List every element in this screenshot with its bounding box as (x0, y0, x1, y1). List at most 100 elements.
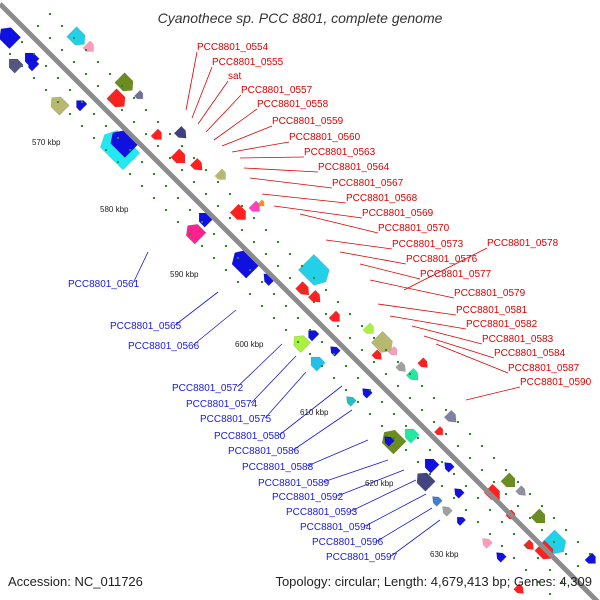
tick-dot (565, 529, 567, 531)
tick-dot (429, 449, 431, 451)
tick-dot (337, 301, 339, 303)
tick-dot (301, 265, 303, 267)
forward-gene-label: PCC8801_0578 (487, 238, 559, 249)
tick-dot (397, 361, 399, 363)
forward-gene-leader (273, 205, 363, 219)
forward-gene-leader (435, 343, 509, 374)
gene-arrow (106, 88, 126, 108)
gene-arrow (214, 168, 226, 180)
tick-dot (61, 25, 63, 27)
reverse-gene-leader (236, 343, 283, 388)
tick-dot (37, 25, 39, 27)
reverse-gene-leader (132, 251, 149, 284)
tick-dot (165, 185, 167, 187)
reverse-gene-leader (351, 479, 417, 512)
tick-dot (409, 373, 411, 375)
tick-dot (357, 377, 359, 379)
tick-dot (525, 545, 527, 547)
gene-arrow (530, 508, 546, 524)
tick-dot (85, 49, 87, 51)
tick-dot (157, 121, 159, 123)
gene-arrow (310, 356, 326, 372)
tick-dot (393, 437, 395, 439)
tick-dot (117, 161, 119, 163)
forward-gene-leader (377, 303, 457, 316)
tick-dot (321, 365, 323, 367)
tick-dot (105, 149, 107, 151)
tick-dot (349, 337, 351, 339)
tick-dot (381, 401, 383, 403)
tick-dot (441, 485, 443, 487)
tick-dot (445, 433, 447, 435)
tick-dot (277, 241, 279, 243)
forward-gene-leader (369, 279, 455, 299)
tick-dot (253, 217, 255, 219)
tick-dot (69, 113, 71, 115)
tick-dot (493, 481, 495, 483)
forward-gene-leader (249, 177, 333, 189)
forward-gene-label: PCC8801_0584 (494, 348, 566, 359)
scale-tick-label: 580 kbp (100, 205, 129, 214)
tick-dot (265, 229, 267, 231)
tick-dot (529, 517, 531, 519)
gene-arrow (482, 538, 493, 549)
gene-arrow (189, 157, 203, 171)
tick-dot (513, 533, 515, 535)
reverse-gene-label: PCC8801_0597 (326, 552, 398, 563)
tick-dot (157, 145, 159, 147)
tick-dot (133, 97, 135, 99)
reverse-gene-leader (323, 459, 389, 483)
forward-gene-label: PCC8801_0587 (508, 363, 580, 374)
gene-arrow (384, 436, 395, 447)
tick-dot (553, 517, 555, 519)
reverse-gene-label: PCC8801_0572 (172, 383, 244, 394)
tick-dot (493, 457, 495, 459)
reverse-gene-leader (278, 385, 343, 436)
tick-dot (193, 181, 195, 183)
forward-gene-leader (261, 193, 347, 204)
tick-dot (129, 149, 131, 151)
tick-dot (537, 557, 539, 559)
forward-gene-leader (205, 94, 242, 133)
forward-gene-leader (299, 213, 379, 234)
tick-dot (241, 205, 243, 207)
tick-dot (217, 205, 219, 207)
tick-dot (153, 197, 155, 199)
tick-dot (489, 509, 491, 511)
tick-dot (361, 349, 363, 351)
tick-dot (9, 53, 11, 55)
tick-dot (133, 121, 135, 123)
tick-dot (481, 469, 483, 471)
forward-gene-label: PCC8801_0568 (346, 193, 418, 204)
tick-dot (537, 581, 539, 583)
reverse-gene-leader (390, 519, 441, 557)
tick-dot (45, 89, 47, 91)
tick-dot (433, 397, 435, 399)
gene-arrow (432, 496, 443, 507)
forward-gene-label: PCC8801_0559 (272, 116, 344, 127)
gene-arrow (416, 472, 436, 492)
forward-gene-leader (213, 108, 258, 141)
gene-arrow (500, 472, 516, 488)
gene-arrow (173, 125, 187, 139)
forward-gene-label: PCC8801_0558 (257, 99, 329, 110)
reverse-gene-leader (292, 409, 353, 451)
tick-dot (81, 125, 83, 127)
tick-dot (277, 265, 279, 267)
tick-dot (205, 193, 207, 195)
gene-arrow (513, 583, 524, 594)
tick-dot (213, 233, 215, 235)
tick-dot (313, 301, 315, 303)
forward-gene-leader (197, 80, 229, 125)
tick-dot (477, 521, 479, 523)
gene-arrow (515, 485, 526, 496)
reverse-gene-label: PCC8801_0575 (200, 414, 272, 425)
tick-dot (241, 229, 243, 231)
gene-arrow (371, 349, 382, 360)
tick-dot (57, 101, 59, 103)
reverse-gene-label: PCC8801_0593 (286, 507, 358, 518)
tick-dot (441, 461, 443, 463)
gene-arrow (82, 40, 94, 52)
forward-gene-label: PCC8801_0581 (456, 305, 528, 316)
